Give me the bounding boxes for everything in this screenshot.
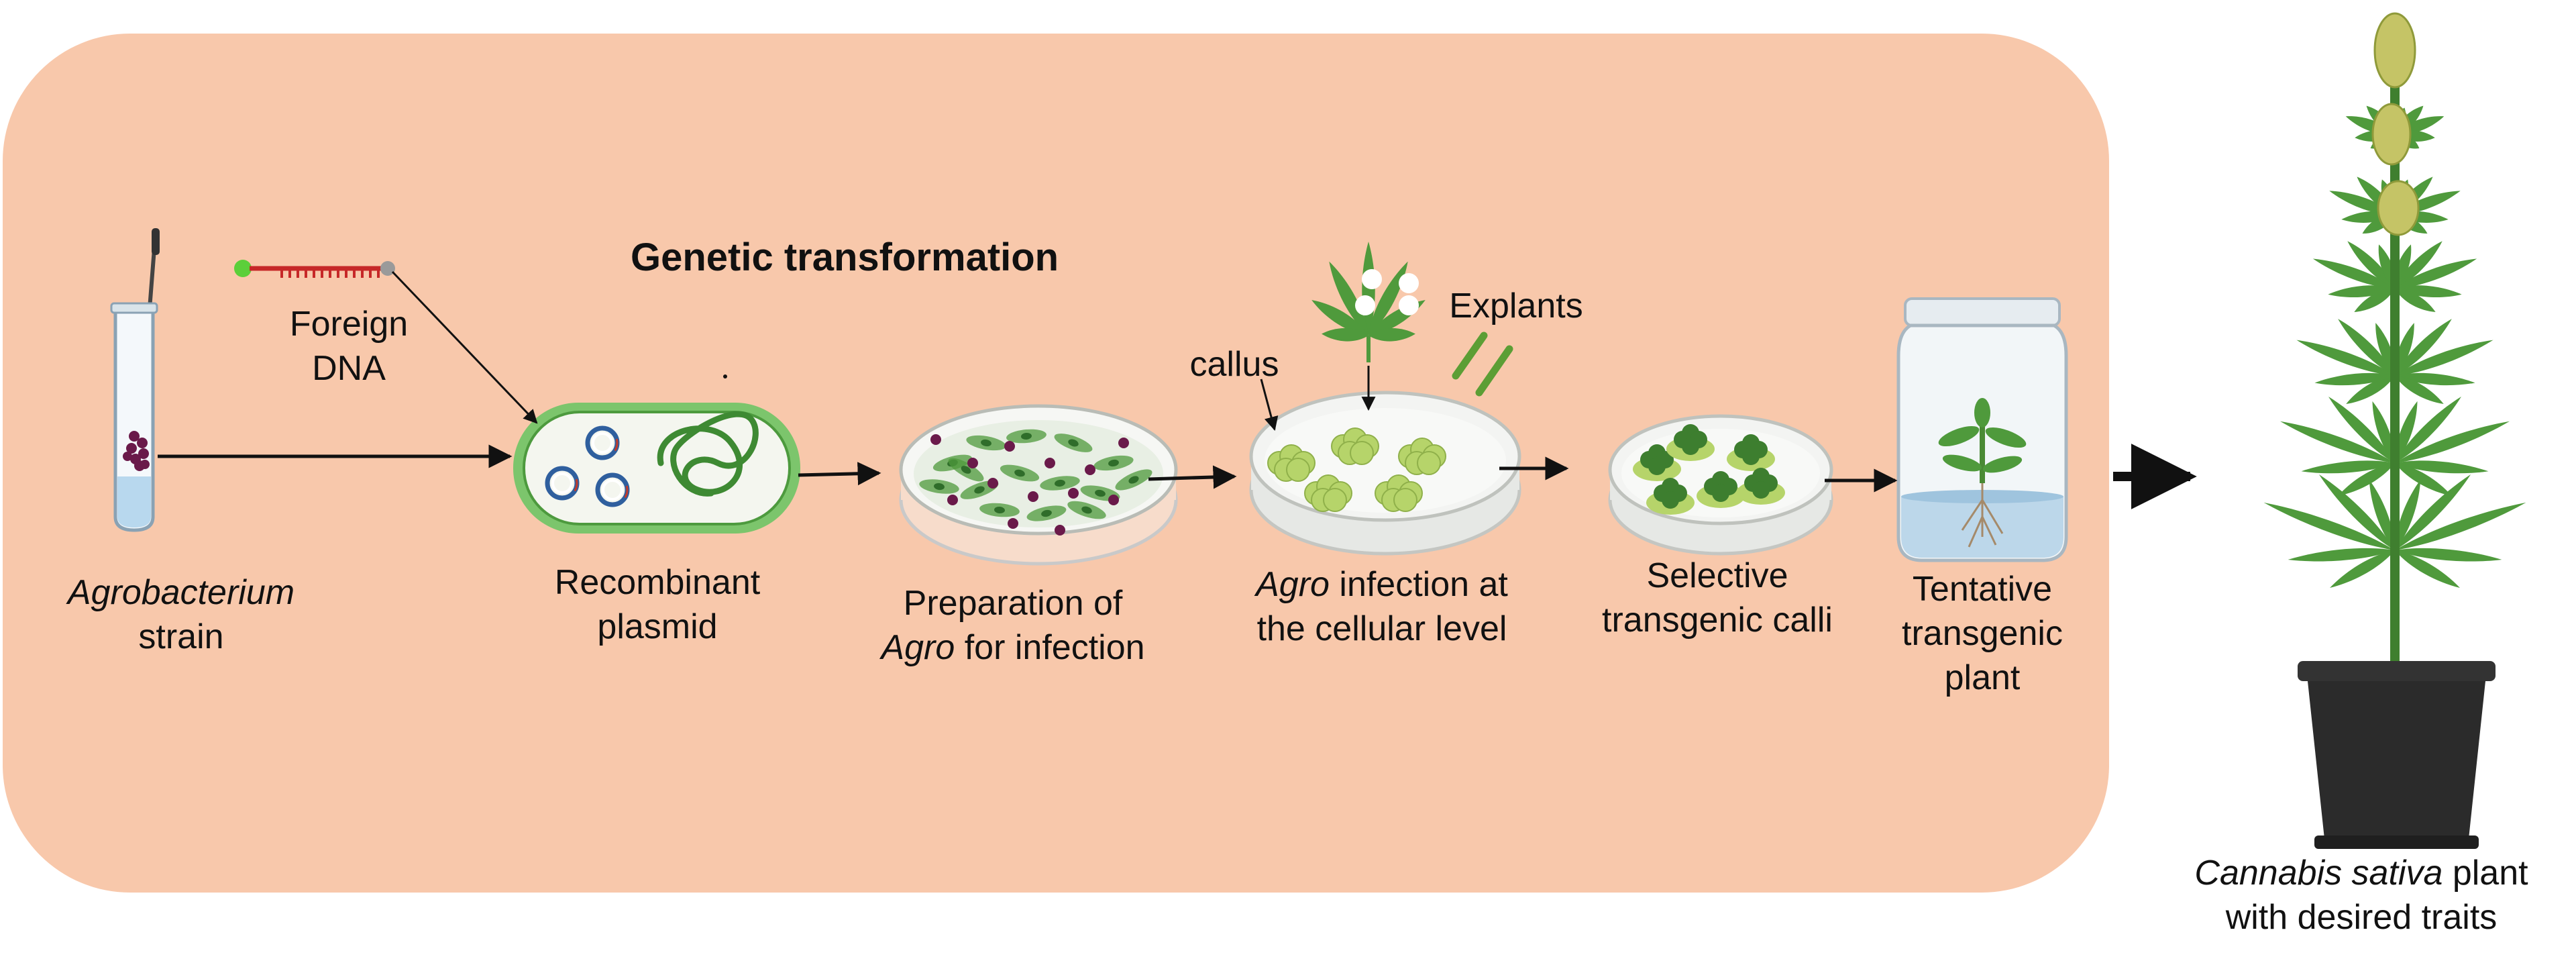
label-prep-rest: for infection: [955, 628, 1145, 667]
label-prep-line1: Preparation of: [903, 584, 1123, 623]
label-plasmid-line1: Recombinant: [554, 563, 761, 602]
explants-icon: [1452, 332, 1513, 397]
label-selective-calli: Selective transgenic calli: [1563, 554, 1872, 642]
label-infect-line2: the cellular level: [1256, 609, 1507, 648]
label-agro-infection: Agro infection at the cellular level: [1214, 562, 1550, 651]
label-tent-line2: transgenic: [1902, 614, 2063, 653]
label-dna-line2: DNA: [312, 349, 386, 388]
flow-arrows: [158, 270, 2197, 509]
culture-jar-icon: [1896, 297, 2068, 562]
bacterium-cell-icon: [513, 403, 800, 534]
label-select-line2: transgenic calli: [1602, 601, 1833, 640]
label-strain-italic: Agrobacterium: [67, 573, 295, 612]
label-select-line1: Selective: [1646, 556, 1788, 595]
label-tent-line1: Tentative: [1912, 570, 2053, 609]
label-infect-rest: infection at: [1329, 565, 1508, 604]
label-explants-text: Explants: [1449, 287, 1583, 325]
label-agrobacterium-strain: Agrobacterium strain: [40, 570, 322, 659]
label-plasmid-line2: plasmid: [597, 607, 718, 646]
petri-dish-infection-icon: [1249, 391, 1521, 556]
label-final-plant: Cannabis sativa plant with desired trait…: [2153, 851, 2569, 940]
stray-dot: [723, 374, 727, 378]
label-final-italic: Cannabis sativa: [2194, 854, 2443, 893]
petri-dish-preparation-icon: [899, 404, 1178, 566]
label-prep-italic: Agro: [881, 628, 955, 667]
label-tentative-plant: Tentative transgenic plant: [1878, 567, 2086, 700]
diagram-title: Genetic transformation: [631, 236, 1059, 279]
label-recombinant-plasmid: Recombinant plasmid: [510, 560, 805, 649]
label-preparation: Preparation of Agro for infection: [845, 581, 1181, 670]
label-callus-text: callus: [1189, 345, 1279, 384]
label-tent-line3: plant: [1944, 658, 2021, 697]
label-dna-line1: Foreign: [289, 305, 409, 344]
label-callus: callus: [1167, 342, 1301, 387]
cannabis-leaf-icon: [1311, 242, 1426, 362]
test-tube-icon: [110, 228, 160, 532]
label-final-rest: plant: [2443, 854, 2528, 893]
cannabis-plant-icon: [2263, 12, 2526, 849]
leaf-disc-markers: [1355, 269, 1419, 315]
label-explants: Explants: [1429, 284, 1603, 328]
label-strain-rest: strain: [138, 617, 224, 656]
dna-strand-icon: [234, 260, 395, 278]
label-foreign-dna: Foreign DNA: [262, 302, 436, 391]
label-infect-italic: Agro: [1256, 565, 1330, 604]
label-final-line2: with desired traits: [2225, 898, 2498, 937]
petri-dish-selection-icon: [1608, 414, 1833, 556]
